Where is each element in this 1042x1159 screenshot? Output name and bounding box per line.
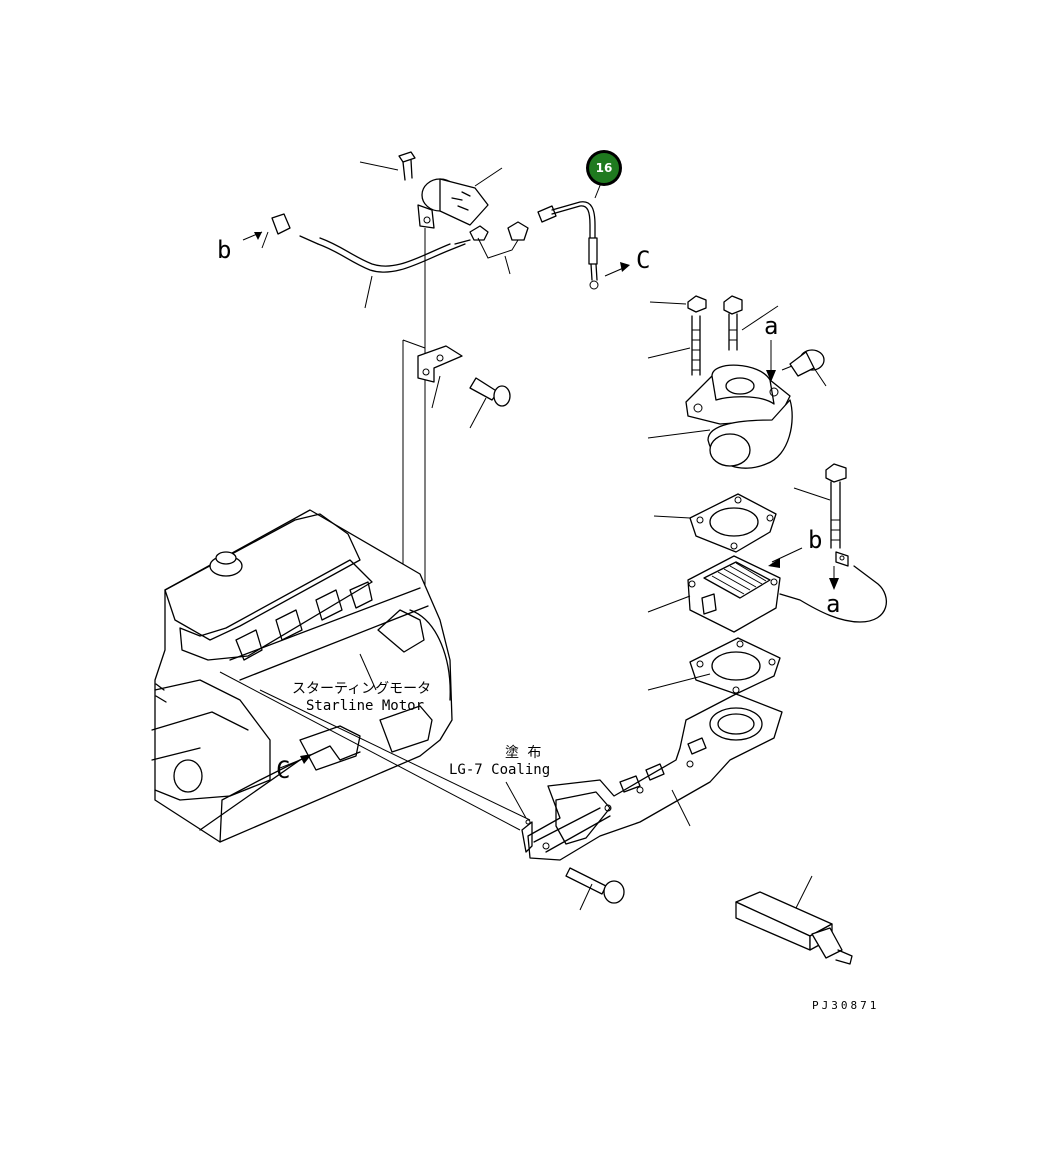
intake-housing [647, 364, 793, 469]
ref-b-top: b [217, 236, 231, 264]
upper-gasket [653, 493, 777, 553]
drawing-code: PJ30871 [812, 999, 879, 1012]
starting-motor-label-en: Starline Motor [306, 698, 424, 714]
heater-plug [735, 875, 853, 965]
long-bolt [793, 463, 847, 549]
left-relay-cable: b [217, 213, 471, 309]
ground-cable: C [537, 182, 650, 290]
stud-and-nut [647, 295, 707, 376]
relay-bracket [402, 228, 511, 620]
terminal-nuts [469, 221, 529, 275]
callout-16-fill [589, 153, 619, 183]
relay-mount-bolt [359, 151, 416, 181]
starting-motor-note: スターティングモータ Starline Motor C [276, 681, 431, 784]
callout-16-number[interactable]: 16 [596, 161, 613, 175]
manifold-bolt [565, 867, 625, 911]
callout-16-badge[interactable]: 16 [586, 150, 622, 186]
ref-a-upper: a [764, 312, 778, 340]
intake-heater [647, 551, 887, 633]
housing-bolt [723, 295, 779, 351]
intake-manifold [521, 693, 783, 861]
lower-gasket [647, 637, 781, 695]
starting-motor-label-jp: スターティングモータ [292, 681, 431, 697]
ref-a-lower: a [826, 590, 840, 618]
coating-label-jp: 塗 布 [505, 744, 541, 761]
temperature-sensor [781, 349, 827, 387]
intake-heater-assembly: a [647, 295, 887, 695]
engine-block [151, 509, 531, 843]
coating-label-en: LG-7 Coaling [449, 762, 550, 778]
ref-b-right: b [808, 526, 822, 554]
coating-note: 塗 布 LG-7 Coaling [449, 744, 550, 819]
ref-c-engine: C [276, 756, 290, 784]
ref-c-top: C [636, 246, 650, 274]
relay-body [417, 167, 503, 229]
relay-assembly: b C 16 [217, 150, 650, 309]
